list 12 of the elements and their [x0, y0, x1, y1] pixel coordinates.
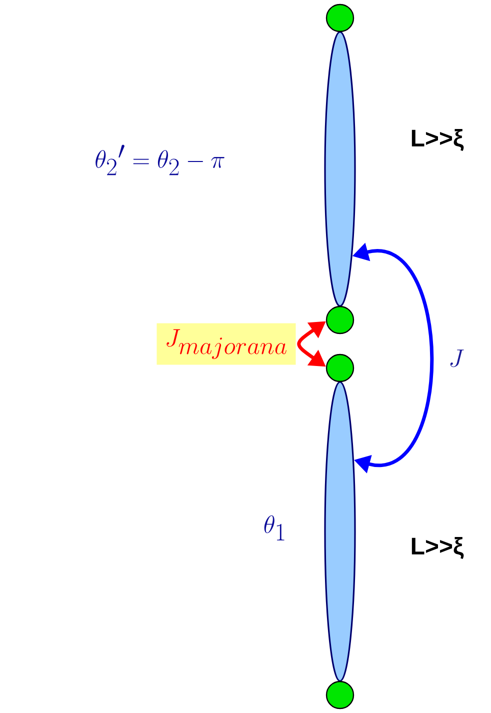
end-dot — [326, 680, 354, 710]
wire-bar — [324, 381, 356, 682]
edge-label: $J_{majorana}$ — [156, 323, 296, 365]
length-label: L>>ξ — [412, 536, 464, 560]
end-dot — [326, 306, 354, 334]
end-dot — [326, 4, 354, 32]
edge-label: $J$ — [440, 344, 472, 373]
end-dot — [326, 354, 354, 382]
length-label: L>>ξ — [412, 128, 464, 152]
phase-formula: $\theta_1$ — [264, 515, 284, 540]
wire-bar — [324, 31, 356, 307]
phase-formula: $\theta_2{}'=\theta_2-\pi$ — [96, 144, 224, 176]
